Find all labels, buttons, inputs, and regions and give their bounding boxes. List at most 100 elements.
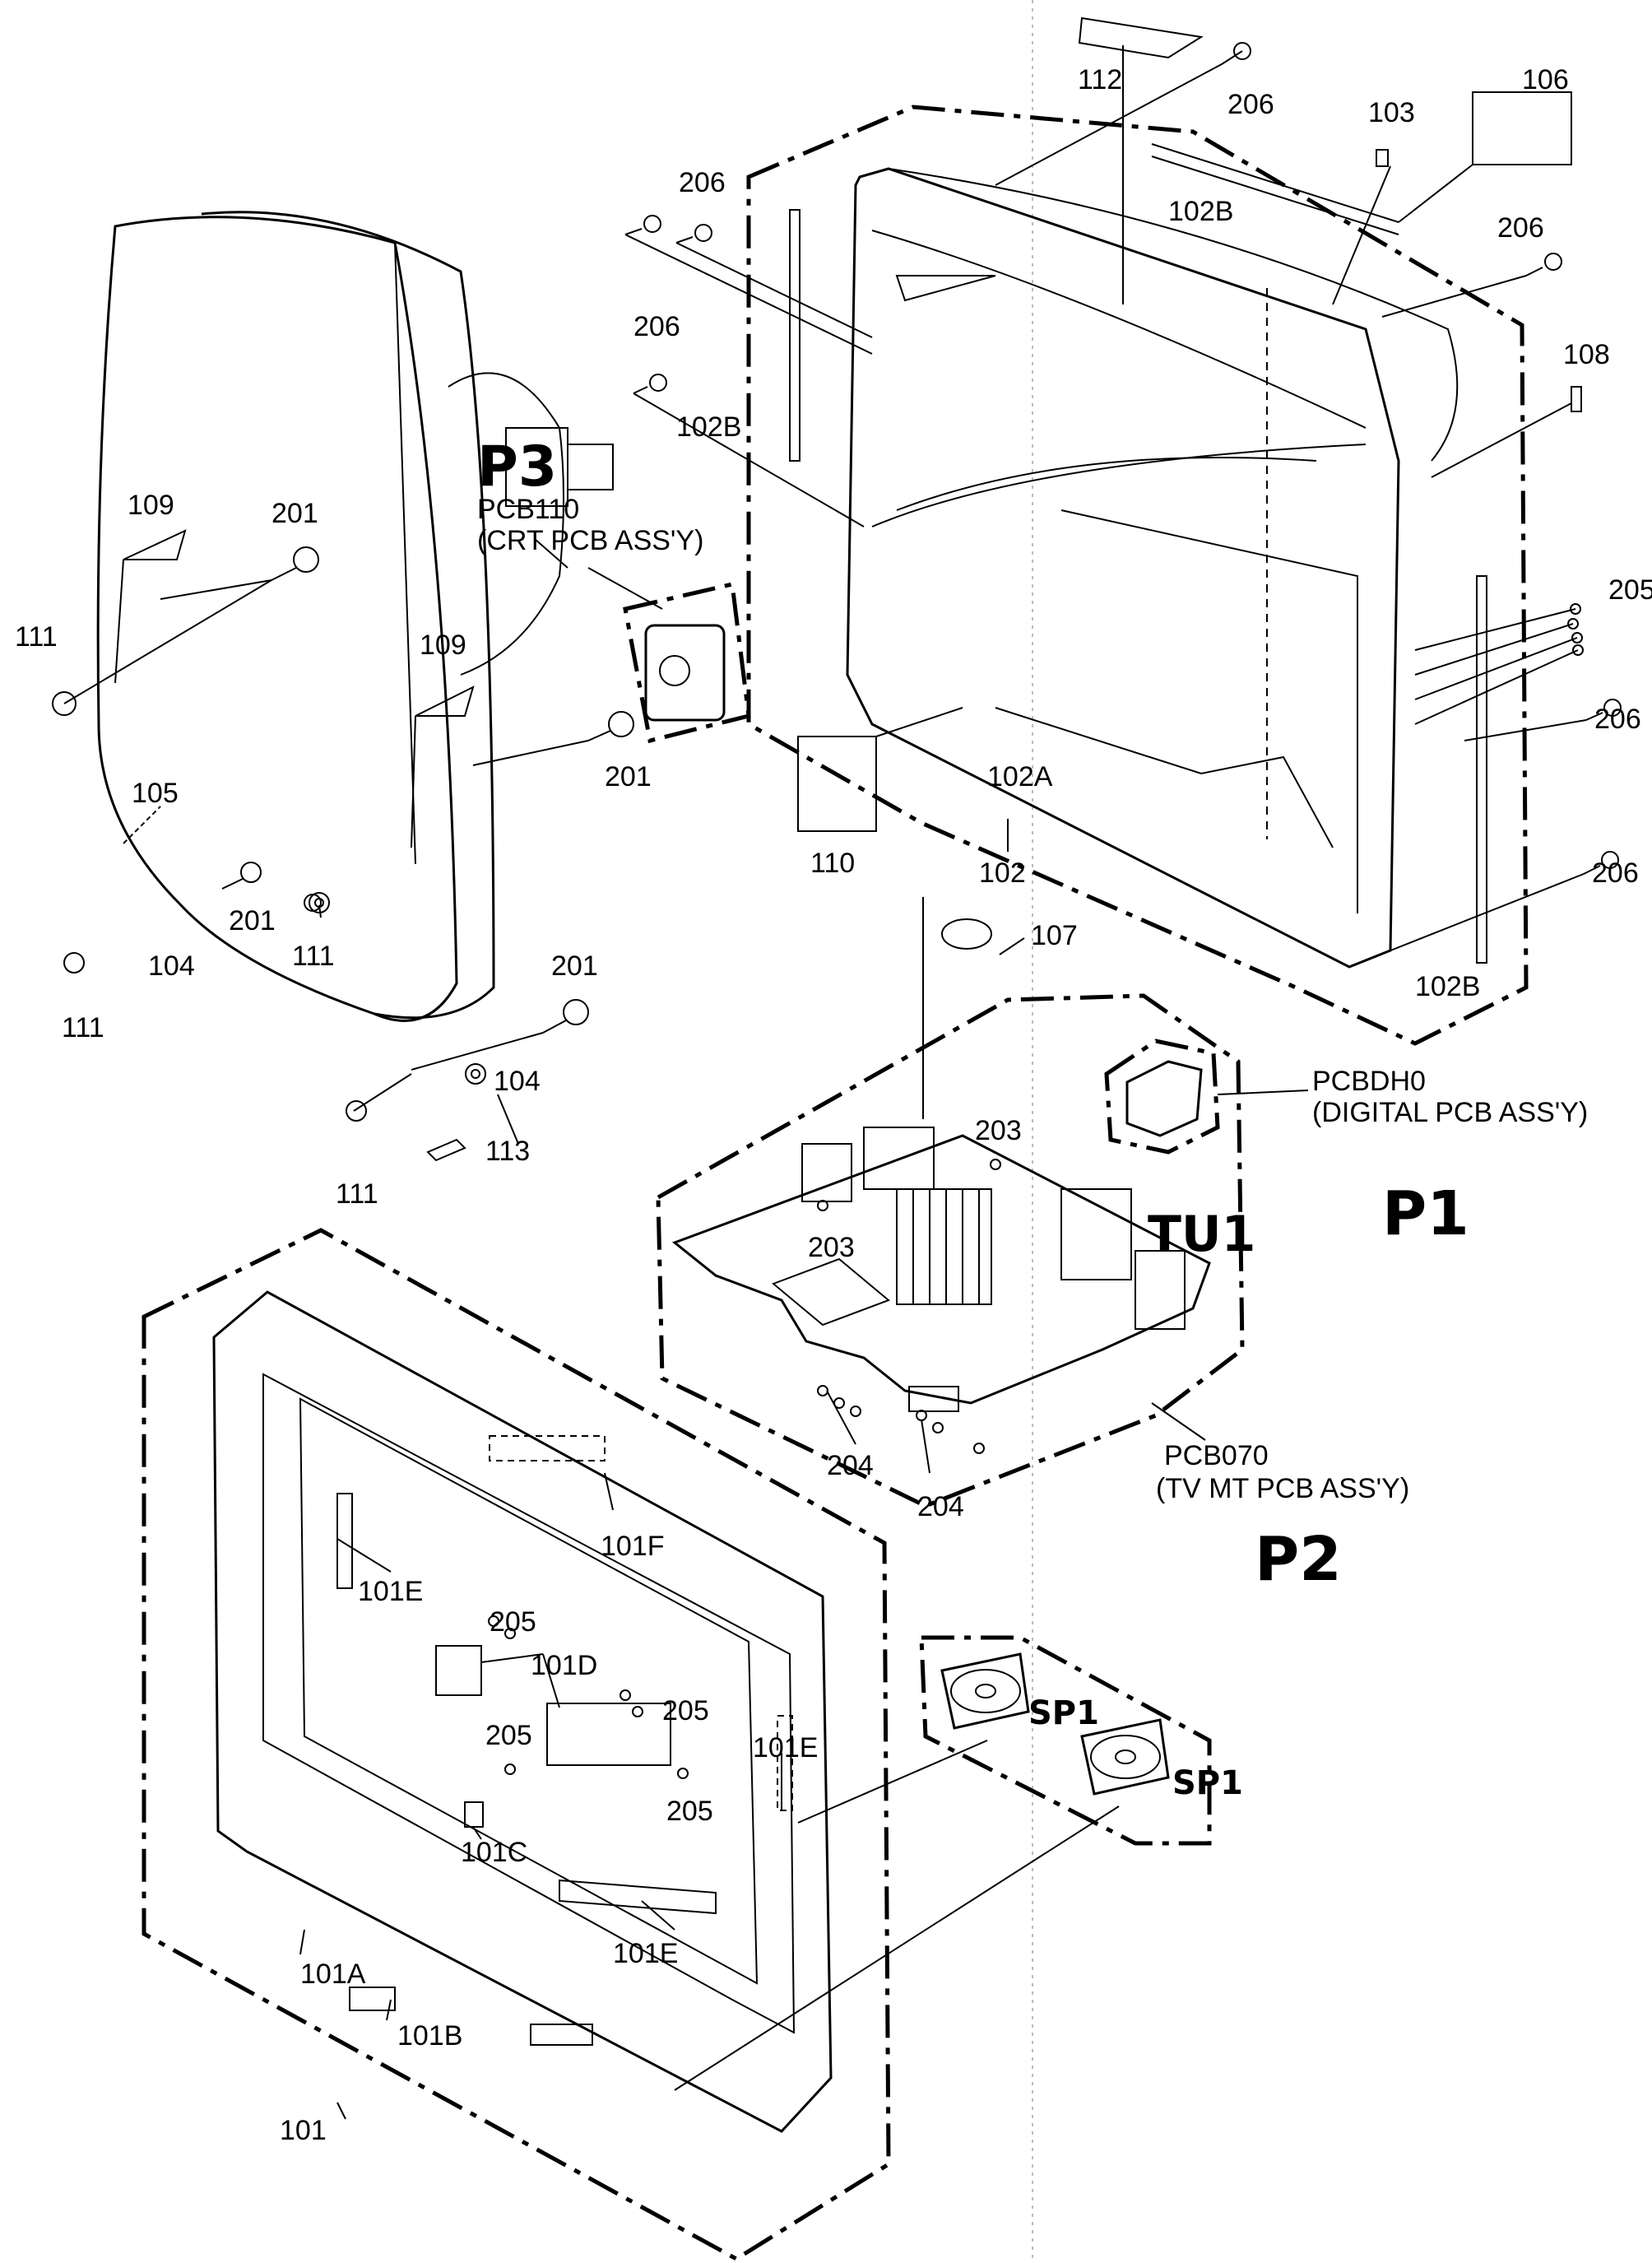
label-111-left: 111 [15, 621, 58, 653]
crt-fixings [52, 529, 634, 1162]
part-labels: 112 206 103 106 102B 206 206 206 108 102… [15, 64, 1652, 2146]
shield-opening [772, 1257, 890, 1327]
crt-pcb-boundary [623, 581, 751, 744]
p3-desc: (CRT PCB ASS'Y) [477, 525, 703, 556]
label-206-left-b: 206 [633, 311, 680, 342]
handwritten-tu1: TU1 [1148, 1206, 1255, 1263]
handwritten-p3: P3 [477, 434, 557, 500]
crt-tube [96, 216, 458, 1022]
pcb-callouts: PCB110 (CRT PCB ASS'Y) PCBDH0 (DIGITAL P… [477, 434, 1588, 1802]
label-101f: 101F [601, 1531, 665, 1562]
label-203-top: 203 [975, 1115, 1022, 1146]
label-201-top: 201 [271, 498, 318, 529]
part-110 [797, 736, 877, 832]
label-110: 110 [810, 848, 855, 879]
p2-desc: (TV MT PCB ASS'Y) [1156, 1473, 1409, 1504]
label-205-c: 205 [485, 1720, 532, 1751]
speaker-left [940, 1652, 1030, 1730]
front-cabinet-group [142, 1228, 891, 2261]
p1-code: PCBDH0 [1312, 1066, 1426, 1097]
label-113: 113 [485, 1136, 530, 1167]
speaker-right [1080, 1718, 1170, 1796]
label-206-top: 206 [1227, 89, 1274, 120]
part-101d-control-board [546, 1703, 671, 1766]
front-badge [530, 2024, 593, 2046]
handwritten-sp1-right: SP1 [1172, 1764, 1243, 1802]
label-101b: 101B [397, 2020, 462, 2052]
part-112 [1078, 16, 1204, 59]
p2-code: PCB070 [1164, 1440, 1269, 1471]
part-101c [464, 1801, 484, 1828]
label-206-right-c: 206 [1592, 857, 1639, 889]
label-103: 103 [1368, 97, 1415, 128]
label-108: 108 [1563, 339, 1610, 370]
heatsink [896, 1188, 992, 1305]
label-111-bottom-left: 111 [62, 1012, 104, 1043]
rear-cabinet-boundary [746, 105, 1529, 1046]
label-201-right: 201 [605, 761, 652, 792]
crt-pcb [644, 624, 726, 722]
label-101c: 101C [461, 1837, 527, 1868]
part-101e-left [336, 1493, 353, 1589]
part-101f [489, 1435, 606, 1461]
part-108 [1571, 386, 1582, 412]
label-203-left: 203 [808, 1232, 855, 1263]
rear-cabinet-group [624, 16, 1622, 1046]
part-101b [349, 1987, 396, 2011]
label-205-d: 205 [666, 1796, 713, 1827]
part-101d-bracket [435, 1645, 482, 1696]
label-101: 101 [280, 2115, 327, 2146]
label-104-right: 104 [494, 1066, 541, 1097]
label-205-rear: 205 [1608, 574, 1652, 606]
label-102a: 102A [987, 761, 1053, 792]
label-204-left: 204 [827, 1450, 874, 1481]
main-pcb-group [656, 897, 1309, 1508]
label-102: 102 [979, 857, 1026, 889]
label-201-center: 201 [229, 905, 276, 936]
transformer [863, 1127, 935, 1190]
screws-206 [624, 42, 1622, 875]
label-206-right-b: 206 [1594, 704, 1641, 735]
part-101e-right [777, 1715, 793, 1811]
label-102b-top: 102B [1168, 196, 1233, 227]
tuner-tu1 [1060, 1188, 1132, 1280]
handwritten-sp1-left: SP1 [1028, 1694, 1099, 1732]
main-pcb-boundary [656, 993, 1245, 1508]
label-205-b: 205 [662, 1695, 709, 1726]
flyback [801, 1143, 852, 1202]
part-109-left [123, 529, 187, 560]
digital-pcb [1125, 1060, 1203, 1137]
label-101a: 101A [300, 1959, 366, 1990]
label-111-center: 111 [292, 941, 335, 972]
label-101d: 101D [531, 1650, 597, 1681]
p1-desc: (DIGITAL PCB ASS'Y) [1312, 1097, 1588, 1128]
crt-group [52, 211, 751, 1162]
strip-102b-left [789, 209, 800, 462]
p3-code: PCB110 [477, 494, 579, 525]
part-107 [941, 918, 992, 950]
part-113 [426, 1138, 466, 1162]
label-201-bottom: 201 [551, 950, 598, 982]
label-101e-left: 101E [358, 1576, 423, 1607]
label-112: 112 [1078, 64, 1122, 95]
part-103 [1376, 149, 1389, 167]
digital-pcb-boundary [1104, 1039, 1220, 1155]
front-cabinet [212, 1290, 833, 2133]
label-204-right: 204 [917, 1491, 964, 1522]
speaker-boundary [919, 1635, 1212, 1846]
label-102b-left: 102B [676, 411, 741, 443]
label-102b-right: 102B [1415, 971, 1480, 1002]
strip-102b-top [1151, 143, 1399, 223]
label-206-left-a: 206 [679, 167, 726, 198]
label-105: 105 [132, 778, 179, 809]
screws-205-rear [1567, 603, 1584, 656]
label-104-left: 104 [148, 950, 195, 982]
label-109-left: 109 [128, 490, 174, 521]
handwritten-p1: P1 [1382, 1178, 1469, 1249]
part-106 [1472, 91, 1572, 165]
front-cabinet-boundary [142, 1228, 891, 2261]
label-109-right: 109 [420, 630, 466, 661]
part-101e-bottom [559, 1879, 717, 1915]
part-109-right [415, 685, 475, 717]
label-106: 106 [1522, 64, 1569, 95]
